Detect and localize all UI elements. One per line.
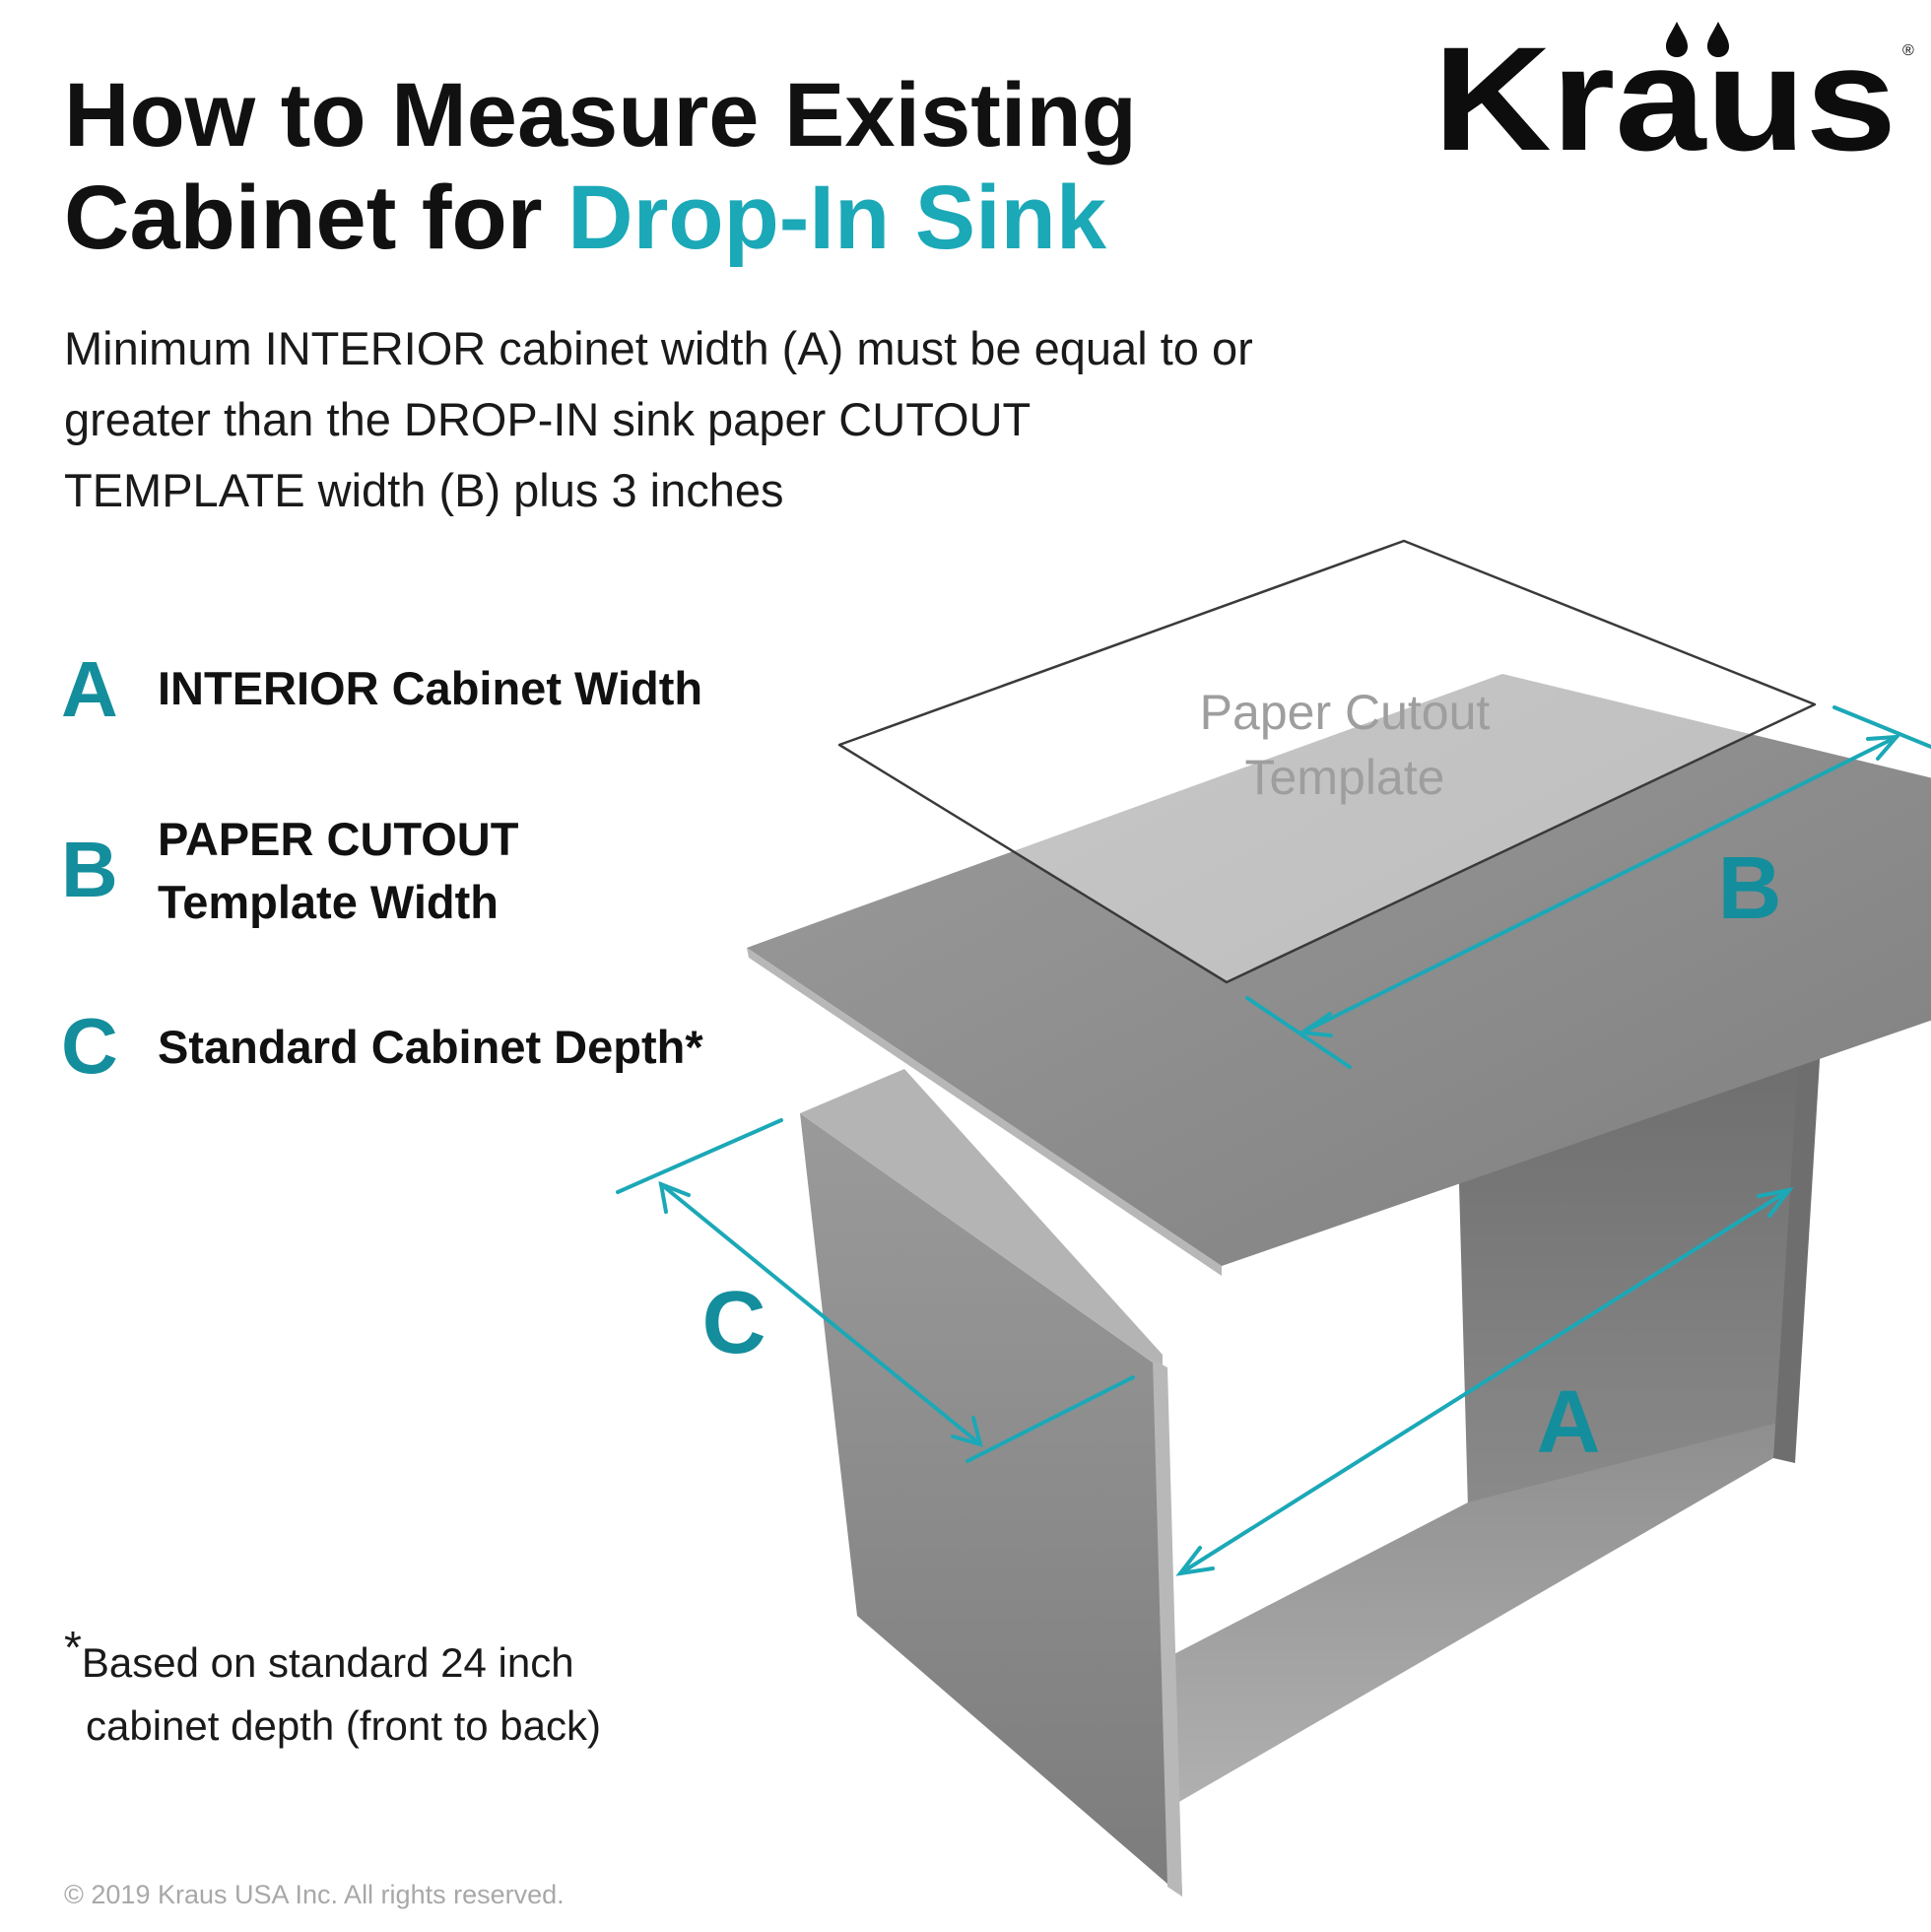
template-label-line-1: Paper Cutout bbox=[1200, 685, 1491, 740]
legend-letter-a: A bbox=[61, 645, 118, 733]
dimension-a-arrow-left bbox=[1175, 1546, 1215, 1576]
dimension-c-tick-top bbox=[616, 1118, 783, 1194]
logo-wordmark: Kraus bbox=[1433, 20, 1897, 167]
legend-label-b-line-2: Template Width bbox=[158, 876, 499, 928]
dimension-c-arrow-bottom bbox=[951, 1416, 983, 1447]
footnote-asterisk: * bbox=[64, 1622, 82, 1673]
dimension-c-tick-bottom bbox=[966, 1375, 1135, 1463]
dimension-c-arrow-top bbox=[658, 1180, 691, 1214]
dimension-c bbox=[616, 1118, 1135, 1463]
page-title: How to Measure Existing Cabinet for Drop… bbox=[64, 64, 1137, 269]
cabinet-floor bbox=[1163, 1419, 1793, 1803]
footnote: *Based on standard 24 inch cabinet depth… bbox=[64, 1616, 601, 1758]
dimension-a-label: A bbox=[1537, 1373, 1601, 1472]
intro-text: Minimum INTERIOR cabinet width (A) must … bbox=[64, 322, 1253, 516]
countertop bbox=[747, 674, 1931, 1266]
copyright-notice: © 2019 Kraus USA Inc. All rights reserve… bbox=[64, 1880, 565, 1909]
dimension-b-tick-left bbox=[1245, 996, 1352, 1069]
dimension-b-label: B bbox=[1718, 839, 1782, 938]
kraus-logo: Kraus ® bbox=[1433, 20, 1914, 167]
cabinet-right-edge bbox=[1773, 980, 1825, 1463]
legend-label-b-line-1: PAPER CUTOUT bbox=[158, 813, 519, 865]
droplet-icon bbox=[1707, 22, 1729, 57]
footnote-line-1: Based on standard 24 inch bbox=[81, 1639, 574, 1686]
cabinet-left-top-edge bbox=[800, 1069, 1163, 1369]
dimension-b-line bbox=[1300, 735, 1898, 1034]
dimension-b-arrow-left bbox=[1297, 1012, 1333, 1037]
dimension-a bbox=[1175, 1187, 1794, 1576]
dimension-b-tick-right bbox=[1832, 705, 1931, 749]
footnote-line-2: cabinet depth (front to back) bbox=[86, 1702, 601, 1749]
title-highlight: Drop-In Sink bbox=[567, 167, 1107, 268]
dimension-a-line bbox=[1178, 1188, 1791, 1575]
dimension-a-arrow-right bbox=[1757, 1187, 1794, 1218]
paper-cutout-template bbox=[837, 539, 1817, 984]
dimension-b bbox=[1245, 705, 1931, 1069]
legend-letter-c: C bbox=[61, 1002, 118, 1090]
cabinet-left-panel bbox=[800, 1113, 1182, 1897]
title-line-1: How to Measure Existing bbox=[64, 65, 1137, 166]
legend-label-b: PAPER CUTOUT Template Width bbox=[158, 808, 518, 934]
countertop-front-edge bbox=[747, 948, 1222, 1276]
registered-mark: ® bbox=[1902, 42, 1914, 59]
legend-label-c: Standard Cabinet Depth* bbox=[158, 1021, 703, 1073]
dimension-b-arrow-right bbox=[1866, 734, 1901, 761]
template-label-line-2: Template bbox=[1245, 750, 1445, 805]
title-line-2-prefix: Cabinet for bbox=[64, 167, 568, 268]
legend-letter-b: B bbox=[61, 826, 118, 913]
legend-label-a: INTERIOR Cabinet Width bbox=[158, 662, 703, 714]
droplet-icon bbox=[1666, 22, 1688, 57]
dimension-c-label: C bbox=[702, 1274, 766, 1372]
cabinet-front-edge bbox=[1153, 1360, 1182, 1897]
dimension-c-line bbox=[659, 1182, 982, 1446]
